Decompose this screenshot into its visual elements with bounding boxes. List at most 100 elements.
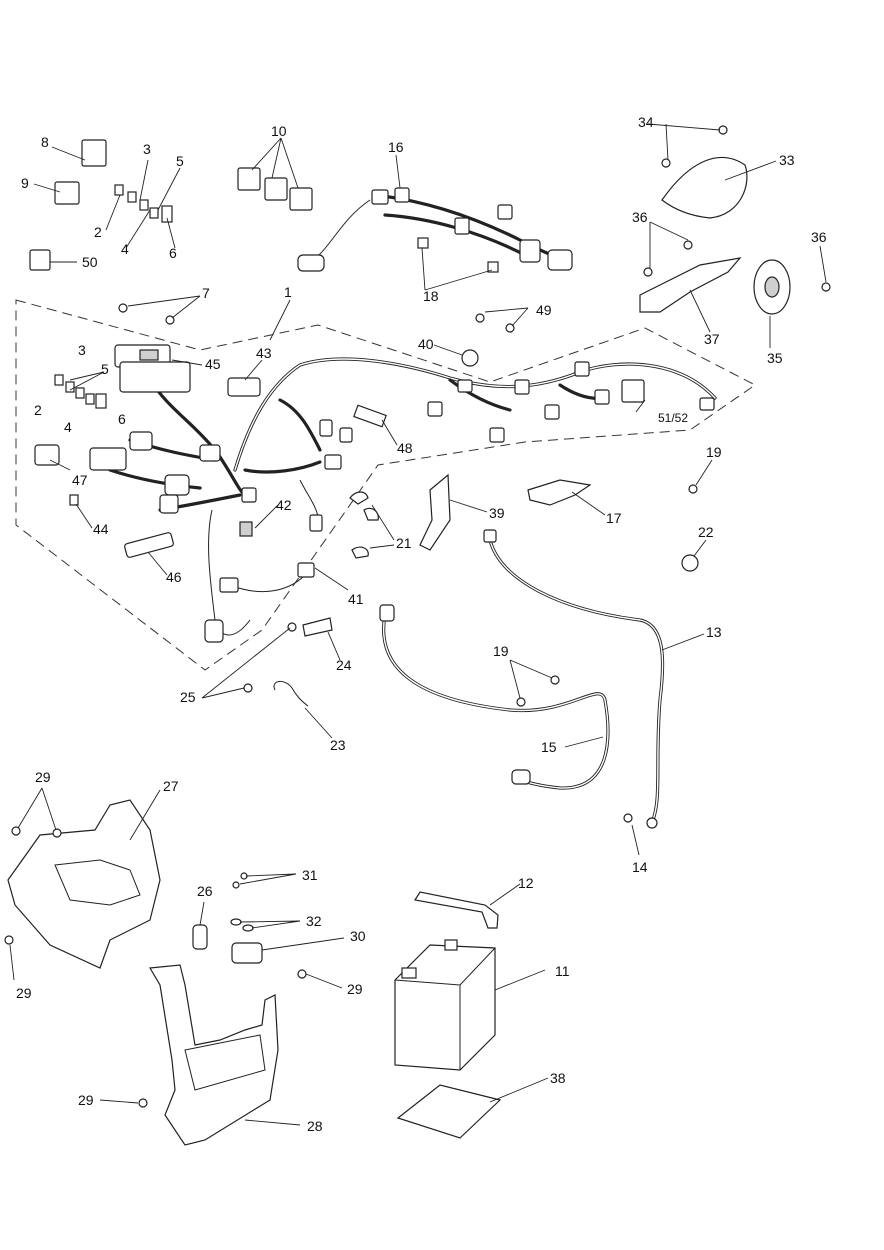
callout-10: 10 <box>271 123 287 139</box>
screw-36a <box>643 267 653 277</box>
callout-46: 46 <box>166 569 182 585</box>
washer-32b <box>242 924 254 932</box>
callout-7: 7 <box>202 285 210 301</box>
screw-7a <box>118 303 128 313</box>
callout-34: 34 <box>638 114 654 130</box>
connector-clip <box>239 521 253 537</box>
cable-clip-21b <box>363 507 379 521</box>
cable-clip-22 <box>681 554 699 572</box>
battery-cable-15 <box>379 604 610 790</box>
callout-50: 50 <box>82 254 98 270</box>
harness-bracket <box>227 377 261 397</box>
clamp-bracket-17 <box>527 479 592 506</box>
callout-44: 44 <box>93 521 109 537</box>
callout-26: 26 <box>197 883 213 899</box>
callout-29: 29 <box>35 769 51 785</box>
callout-17: 17 <box>606 510 622 526</box>
screw-14 <box>623 813 633 823</box>
screw-29a <box>11 826 21 836</box>
screw-31a <box>232 881 240 889</box>
callout-38: 38 <box>550 1070 566 1086</box>
callout-31: 31 <box>302 867 318 883</box>
callout-47: 47 <box>72 472 88 488</box>
callout-37: 37 <box>704 331 720 347</box>
relay-8 <box>81 139 107 167</box>
callout-49: 49 <box>536 302 552 318</box>
relay-cube <box>621 379 645 403</box>
callout-6: 6 <box>118 411 126 427</box>
callout-22: 22 <box>698 524 714 540</box>
callout-11: 11 <box>555 963 570 979</box>
relay-bracket <box>29 249 51 271</box>
callout-29: 29 <box>347 981 363 997</box>
callout-4: 4 <box>64 419 72 435</box>
screw-29c <box>4 935 14 945</box>
callout-24: 24 <box>336 657 352 673</box>
callout-28: 28 <box>307 1118 323 1134</box>
cable-clip-19a <box>688 484 698 494</box>
mounting-plate <box>353 404 387 428</box>
fuse-holder <box>124 532 174 558</box>
sensor-26 <box>192 924 208 950</box>
battery-pad-38 <box>396 1084 502 1139</box>
callout-3: 3 <box>143 141 151 157</box>
callout-27: 27 <box>163 778 179 794</box>
callout-3: 3 <box>78 342 86 358</box>
screw-29e <box>138 1098 148 1108</box>
callout-29: 29 <box>16 985 32 1001</box>
callout-15: 15 <box>541 739 557 755</box>
battery-cable-13 <box>483 529 665 829</box>
callout-35: 35 <box>767 350 783 366</box>
battery-tray-28 <box>149 964 279 1146</box>
screw-34b <box>661 158 671 168</box>
fuse-set-lower <box>54 374 107 409</box>
callout-19: 19 <box>493 643 509 659</box>
callout-18: 18 <box>423 288 439 304</box>
callout-4: 4 <box>121 241 129 257</box>
callout-2: 2 <box>34 402 42 418</box>
callout-13: 13 <box>706 624 722 640</box>
fuse-set-upper <box>114 184 173 223</box>
callout-23: 23 <box>330 737 346 753</box>
callout-41: 41 <box>348 591 364 607</box>
fuse-box <box>114 344 191 393</box>
callout-48: 48 <box>397 440 413 456</box>
harness-clip-18b <box>487 261 499 273</box>
callout-labels: 1 2 2 3 3 4 4 5 5 6 6 7 8 9 10 11 12 13 … <box>16 114 827 1134</box>
harness-group-boundary <box>15 299 756 671</box>
horn-bracket <box>639 257 742 313</box>
callout-19: 19 <box>706 444 722 460</box>
cable-clip-21c <box>351 546 369 559</box>
screw-29b <box>52 828 62 838</box>
battery-box-inner <box>54 859 141 906</box>
callout-5: 5 <box>176 153 184 169</box>
battery-box-27 <box>7 799 161 969</box>
screw-34a <box>718 125 728 135</box>
callout-45: 45 <box>205 356 221 372</box>
callout-21: 21 <box>396 535 412 551</box>
callout-2: 2 <box>94 224 102 240</box>
relay-10a <box>237 167 261 191</box>
callout-16: 16 <box>388 139 404 155</box>
relay-10c <box>289 187 313 211</box>
relay-10b <box>264 177 288 201</box>
callout-42: 42 <box>276 497 292 513</box>
callout-14: 14 <box>632 859 648 875</box>
callout-1: 1 <box>284 284 292 300</box>
horn-center <box>764 276 780 298</box>
battery-strap-12 <box>414 891 499 929</box>
washer-32a <box>230 918 242 926</box>
main-wiring-harness <box>108 357 717 643</box>
callout-43: 43 <box>256 345 272 361</box>
callout-25: 25 <box>180 689 196 705</box>
cable-tie-23 <box>273 681 309 707</box>
callout-36: 36 <box>632 209 648 225</box>
callout-30: 30 <box>350 928 366 944</box>
battery-tray-detail <box>184 1034 266 1091</box>
leader-lines <box>9 123 827 1126</box>
grommet-clip <box>461 349 479 367</box>
relay-connector <box>89 447 127 471</box>
callout-36: 36 <box>811 229 827 245</box>
screw-25a <box>287 622 297 632</box>
